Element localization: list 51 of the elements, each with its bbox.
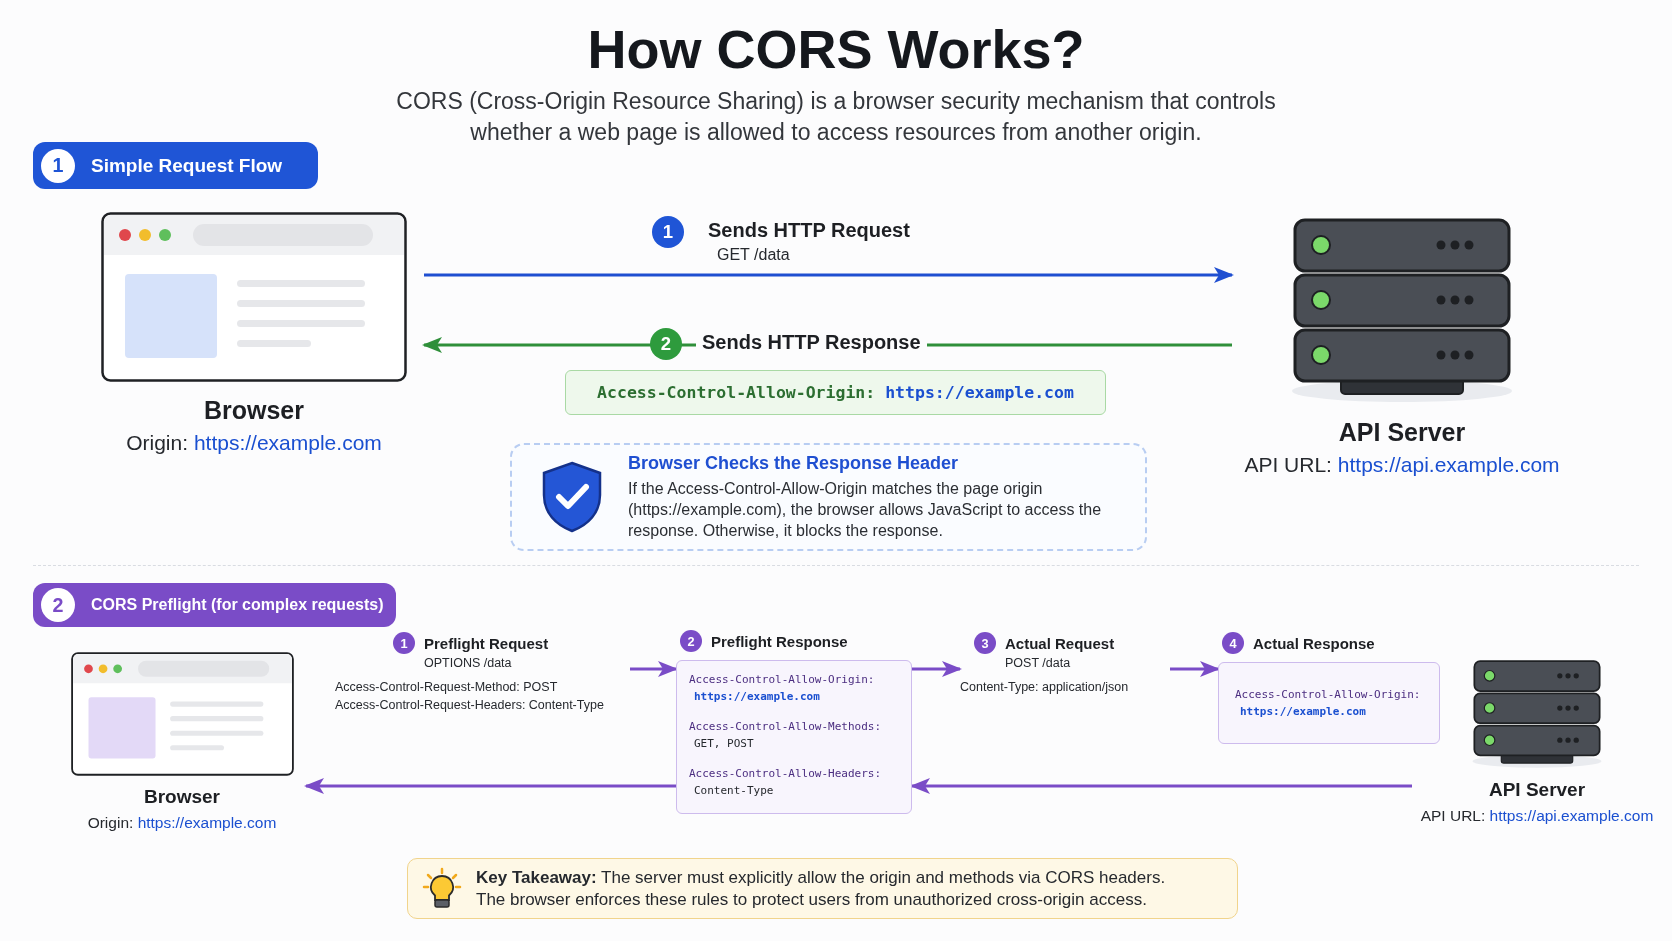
arrow [424,267,1234,283]
arrow [912,661,962,677]
takeaway-note-box [407,858,1238,919]
node-title: Browser [144,785,220,808]
step-number: 4 [1222,632,1244,654]
section-badge [33,583,396,627]
request-detail: OPTIONS /data [423,656,513,670]
step-number: 1 [41,148,75,183]
step-title: Preflight Request [424,634,549,652]
request-detail: POST /data [1004,656,1072,670]
header-text: Access-Control-Allow-Origin: https://example.com [597,383,1074,402]
arrow [1170,661,1220,677]
edge-label: Sends HTTP Response [696,331,927,354]
step-title: Actual Request [1005,634,1115,652]
arrow [910,778,1412,794]
takeaway-text: Key Takeaway: The server must explicitly allow the origin and methods via CORS headers. The browser enforces these rules to protect users from unauthorized cross-origin access. [476,866,1167,911]
note-title: Browser Checks the Response Header [628,453,960,474]
url-caption: Origin: https://example.com [126,431,382,455]
step-number: 3 [974,632,996,654]
node-title: Browser [203,396,304,425]
header-line: Access-Control-Allow-Headers: Content-Type [689,766,883,799]
url-caption: Origin: https://example.com [87,813,277,832]
request-detail: Access-Control-Request-Headers: Content-Type [335,698,605,712]
node-title: API Server [1338,418,1466,447]
header-line: Access-Control-Allow-Origin: https://example.com [689,672,876,705]
request-detail: Access-Control-Request-Method: POST [335,680,559,694]
subtitle-text: CORS (Cross-Origin Resource Sharing) is a browser security mechanism that controls whether a web page is allowed to access resources from another origin. [395,87,1277,147]
info-note-box [510,443,1147,551]
node-title: API Server [1488,778,1586,801]
url-caption: API URL: https://api.example.com [1244,453,1560,477]
request-line: GET /data [717,246,790,264]
header-line: Access-Control-Allow-Methods: GET, POST [689,719,883,752]
section-title: Simple Request Flow [91,154,283,177]
step-number: 1 [393,632,415,654]
step-number: 2 [650,328,682,360]
edge-label: Sends HTTP Request [707,219,911,242]
arrow [630,661,678,677]
response-header-box [565,370,1106,415]
step-number: 1 [652,216,684,248]
diagram-title: How CORS Works? [586,18,1086,80]
step-title: Preflight Response [711,632,848,650]
header-line: Access-Control-Allow-Origin: https://example.com [1235,687,1422,720]
step-number: 2 [41,588,75,622]
note-text: If the Access-Control-Allow-Origin matches the page origin (https://example.com), the browser allows JavaScript to access the response. Otherwise, it blocks the response. [628,479,1103,541]
request-detail: Content-Type: application/json [960,680,1130,694]
arrow [304,778,676,794]
section-title: CORS Preflight (for complex requests) [91,596,384,614]
url-caption: API URL: https://api.example.com [1420,806,1654,825]
section-badge [33,142,318,189]
step-title: Actual Response [1253,634,1375,652]
step-number: 2 [680,630,702,652]
